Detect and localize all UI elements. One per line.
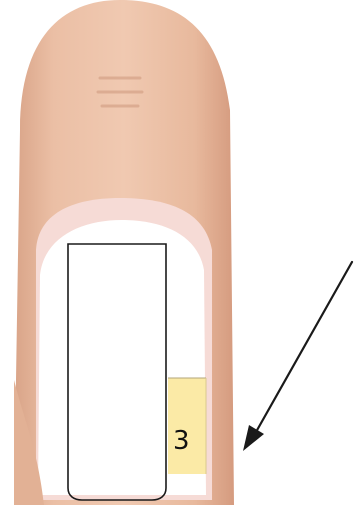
arrow-icon xyxy=(243,262,352,451)
zone-3-label: 3 xyxy=(173,426,190,456)
